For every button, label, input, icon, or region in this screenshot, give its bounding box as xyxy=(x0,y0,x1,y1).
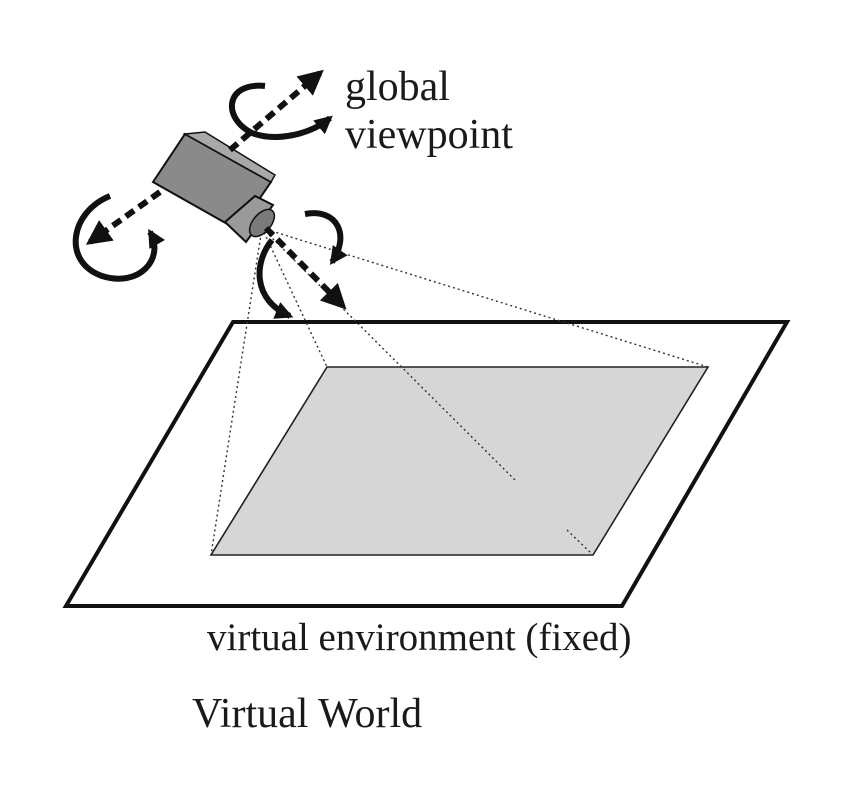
view-frustum-lines xyxy=(210,227,709,556)
rotation-arrow-icon xyxy=(304,210,348,265)
view-direction-arrow-icon xyxy=(263,225,347,310)
side-direction-arrow-icon xyxy=(85,189,162,245)
global-viewpoint-label-line1: global xyxy=(345,64,450,110)
virtual-world-label: Virtual World xyxy=(192,691,422,737)
rotation-arrow-icon xyxy=(256,238,294,319)
rotation-arrow-icon xyxy=(228,82,333,140)
global-viewpoint-label-line2: viewpoint xyxy=(345,112,513,158)
camera-icon xyxy=(151,131,277,244)
up-direction-arrow-icon xyxy=(228,69,324,153)
rotation-arrow-icon xyxy=(72,193,165,282)
virtual-environment-label: virtual environment (fixed) xyxy=(207,616,632,659)
